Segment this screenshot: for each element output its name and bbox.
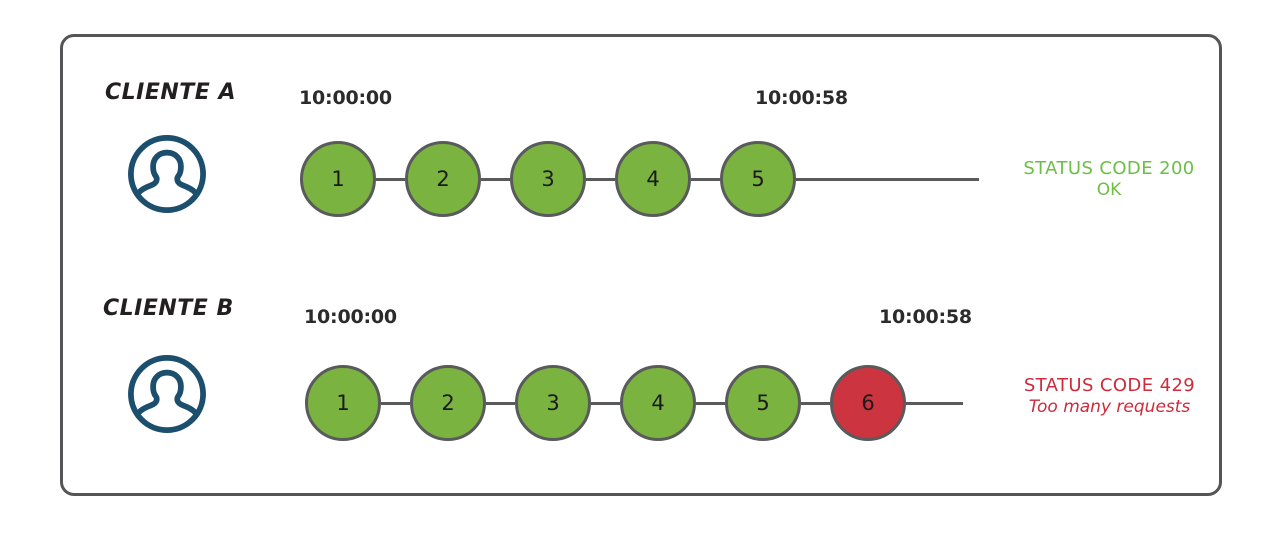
timestamp-start-b: 10:00:00 bbox=[304, 306, 397, 328]
request-node[interactable]: 1 bbox=[300, 141, 376, 217]
status-code-b: STATUS CODE 429 bbox=[1023, 375, 1196, 396]
connector bbox=[481, 177, 510, 181]
connector-to-status bbox=[906, 401, 963, 405]
status-message-a: OK bbox=[1096, 179, 1122, 200]
connector bbox=[376, 177, 405, 181]
connector-to-status bbox=[796, 177, 979, 181]
request-node[interactable]: 4 bbox=[615, 141, 691, 217]
request-node[interactable]: 1 bbox=[305, 365, 381, 441]
status-badge-a: STATUS CODE 200 OK bbox=[1023, 158, 1195, 201]
connector bbox=[486, 401, 515, 405]
connector bbox=[696, 401, 725, 405]
request-node[interactable]: 3 bbox=[515, 365, 591, 441]
connector bbox=[591, 401, 620, 405]
user-avatar-icon bbox=[126, 133, 208, 215]
client-label-a: CLIENTE A bbox=[105, 80, 237, 105]
request-node[interactable]: 4 bbox=[620, 365, 696, 441]
connector bbox=[801, 401, 830, 405]
status-message-b: Too many requests bbox=[1028, 396, 1191, 417]
timestamp-end-a: 10:00:58 bbox=[755, 87, 848, 109]
connector bbox=[691, 177, 720, 181]
status-badge-b: STATUS CODE 429 Too many requests bbox=[1012, 375, 1207, 418]
connector bbox=[381, 401, 410, 405]
request-node[interactable]: 3 bbox=[510, 141, 586, 217]
request-chain-a: 1 2 3 4 5 bbox=[300, 141, 979, 217]
request-node-blocked[interactable]: 6 bbox=[830, 365, 906, 441]
client-label-b: CLIENTE B bbox=[103, 296, 234, 321]
timestamp-end-b: 10:00:58 bbox=[879, 306, 972, 328]
user-avatar-icon bbox=[126, 353, 208, 435]
request-node[interactable]: 2 bbox=[405, 141, 481, 217]
request-node[interactable]: 2 bbox=[410, 365, 486, 441]
request-chain-b: 1 2 3 4 5 6 bbox=[305, 365, 963, 441]
connector bbox=[586, 177, 615, 181]
timestamp-start-a: 10:00:00 bbox=[299, 87, 392, 109]
request-node[interactable]: 5 bbox=[725, 365, 801, 441]
request-node[interactable]: 5 bbox=[720, 141, 796, 217]
status-code-a: STATUS CODE 200 bbox=[1023, 158, 1195, 179]
